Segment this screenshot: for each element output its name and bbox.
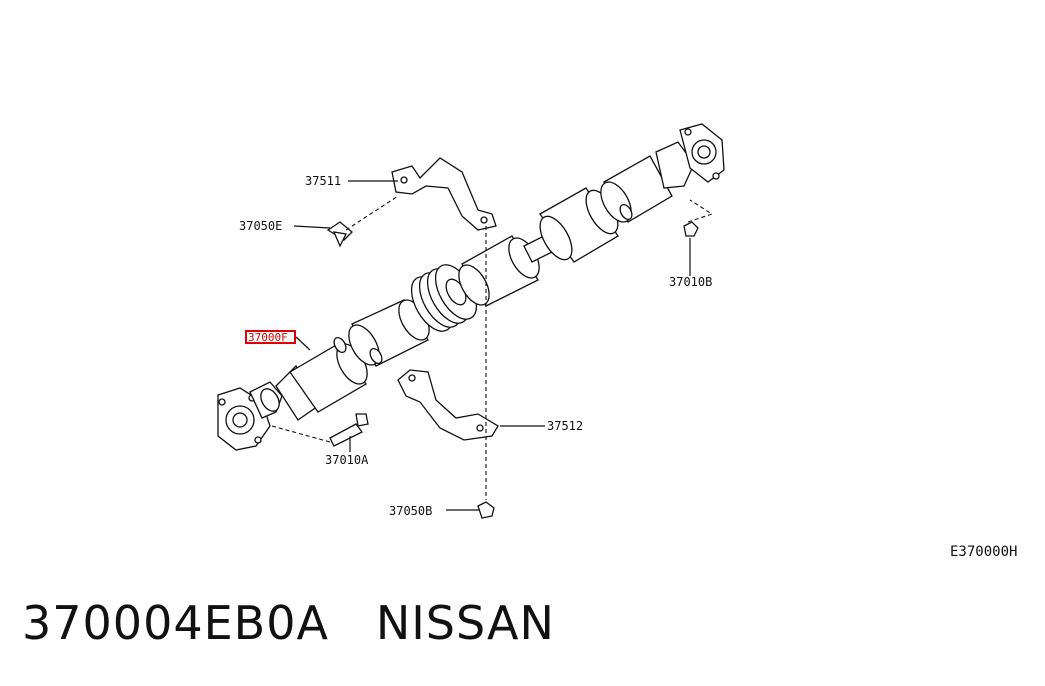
part-number-caption: 370004EB0A NISSAN xyxy=(22,596,555,650)
center-bearing xyxy=(410,264,478,332)
front-tube xyxy=(275,336,368,421)
label-bolt[interactable]: 37010A xyxy=(325,453,369,467)
rear-tube xyxy=(539,155,673,263)
lower-bracket xyxy=(397,369,499,441)
center-joint xyxy=(458,233,557,307)
rear-flange-yoke xyxy=(655,123,725,189)
nut-rear xyxy=(683,221,699,237)
highlight-box xyxy=(245,330,296,344)
propeller-shaft-assembly xyxy=(217,123,725,451)
label-nut-upper[interactable]: 37050E xyxy=(239,219,282,233)
leader-lines xyxy=(293,180,691,511)
front-flange-yoke xyxy=(217,381,283,451)
label-lower-bracket[interactable]: 37512 xyxy=(547,419,583,433)
label-upper-bracket[interactable]: 37511 xyxy=(305,174,341,188)
bolt xyxy=(329,413,369,447)
assembly-lines xyxy=(271,195,714,500)
nut-upper xyxy=(326,221,353,248)
label-nut-lower[interactable]: 37050B xyxy=(389,504,432,518)
diagram-code: E370000H xyxy=(950,544,1018,560)
label-highlighted-part[interactable]: 37000F xyxy=(248,331,288,344)
nut-lower xyxy=(477,501,495,519)
label-nut-rear[interactable]: 37010B xyxy=(669,275,712,289)
upper-bracket xyxy=(391,157,497,231)
